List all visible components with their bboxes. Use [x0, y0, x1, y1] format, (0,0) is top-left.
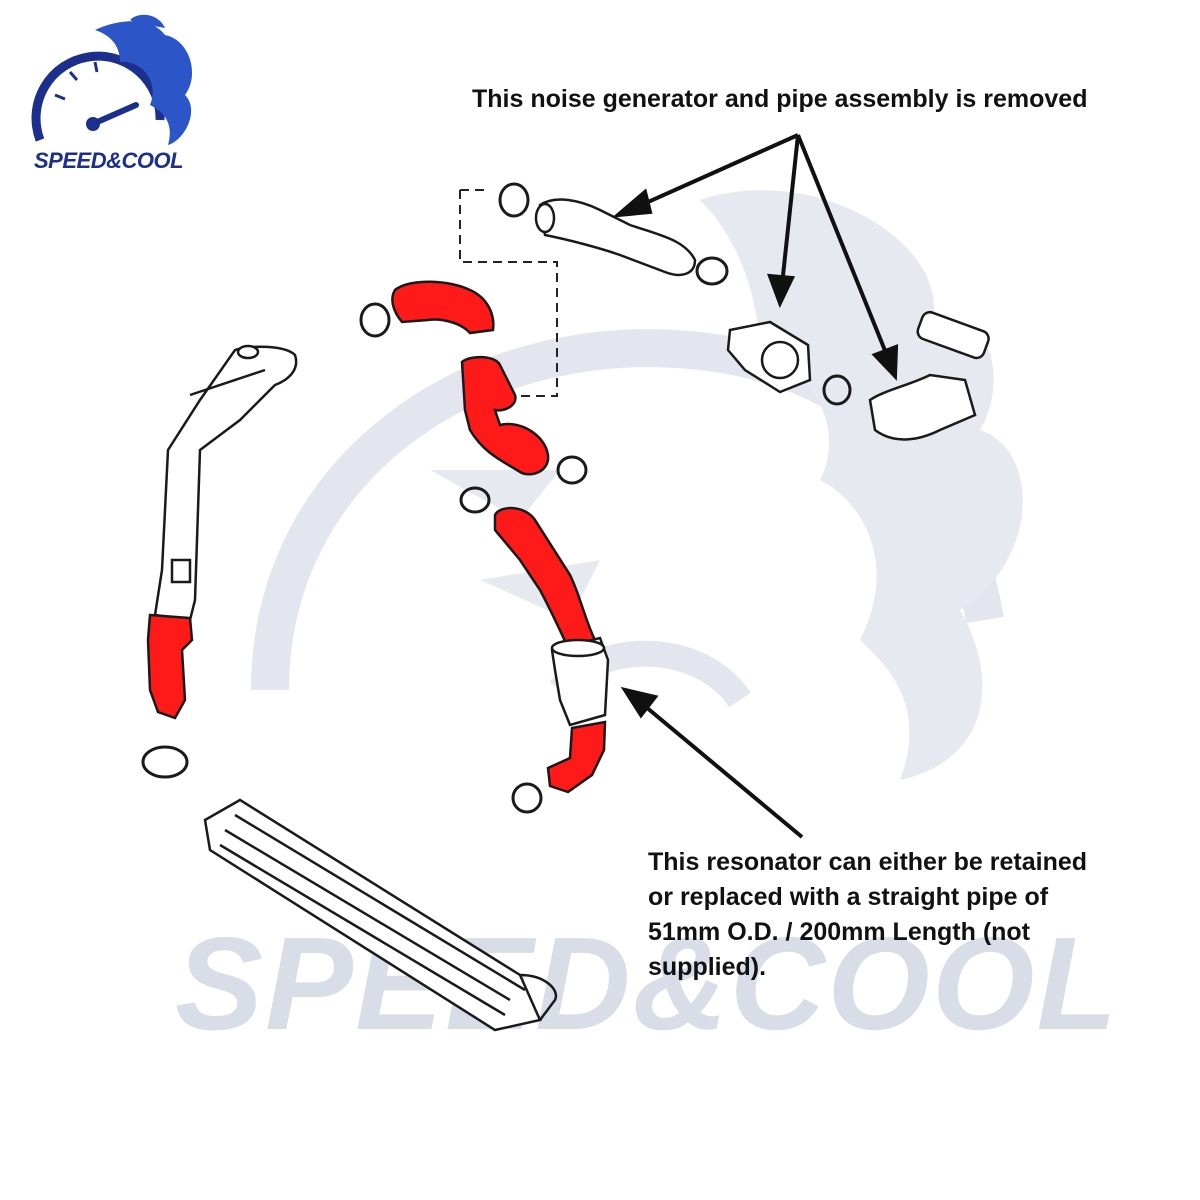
middle-red-hose	[460, 355, 550, 476]
resonator-callout: This resonator can either be retained or…	[648, 845, 1087, 985]
resonator-callout-line-4: supplied).	[648, 953, 767, 981]
removed-section-outline	[459, 189, 558, 397]
resonator	[550, 636, 610, 727]
hose-clamps	[141, 182, 852, 814]
right-elbow-pipe	[868, 310, 990, 441]
long-red-hose	[493, 506, 597, 654]
noise-generator-callout: This noise generator and pipe assembly i…	[472, 85, 1088, 113]
top-red-elbow	[391, 280, 495, 335]
logo-wordmark: SPEED&COOL	[34, 148, 184, 173]
lower-red-hose	[546, 720, 607, 794]
resonator-callout-line-3: 51mm O.D. / 200mm Length (not	[648, 918, 1031, 946]
left-red-hose	[146, 613, 194, 720]
intercooler	[203, 798, 558, 1032]
callout-arrows	[611, 133, 899, 839]
removed-pipe	[534, 198, 697, 277]
noise-generator	[726, 320, 812, 394]
resonator-callout-line-2: or replaced with a straight pipe of	[648, 883, 1049, 911]
resonator-callout-line-1: This resonator can either be retained	[648, 848, 1088, 876]
speedcool-logo	[31, 14, 193, 145]
watermark-text: SPEED&COOL	[175, 910, 1120, 1057]
